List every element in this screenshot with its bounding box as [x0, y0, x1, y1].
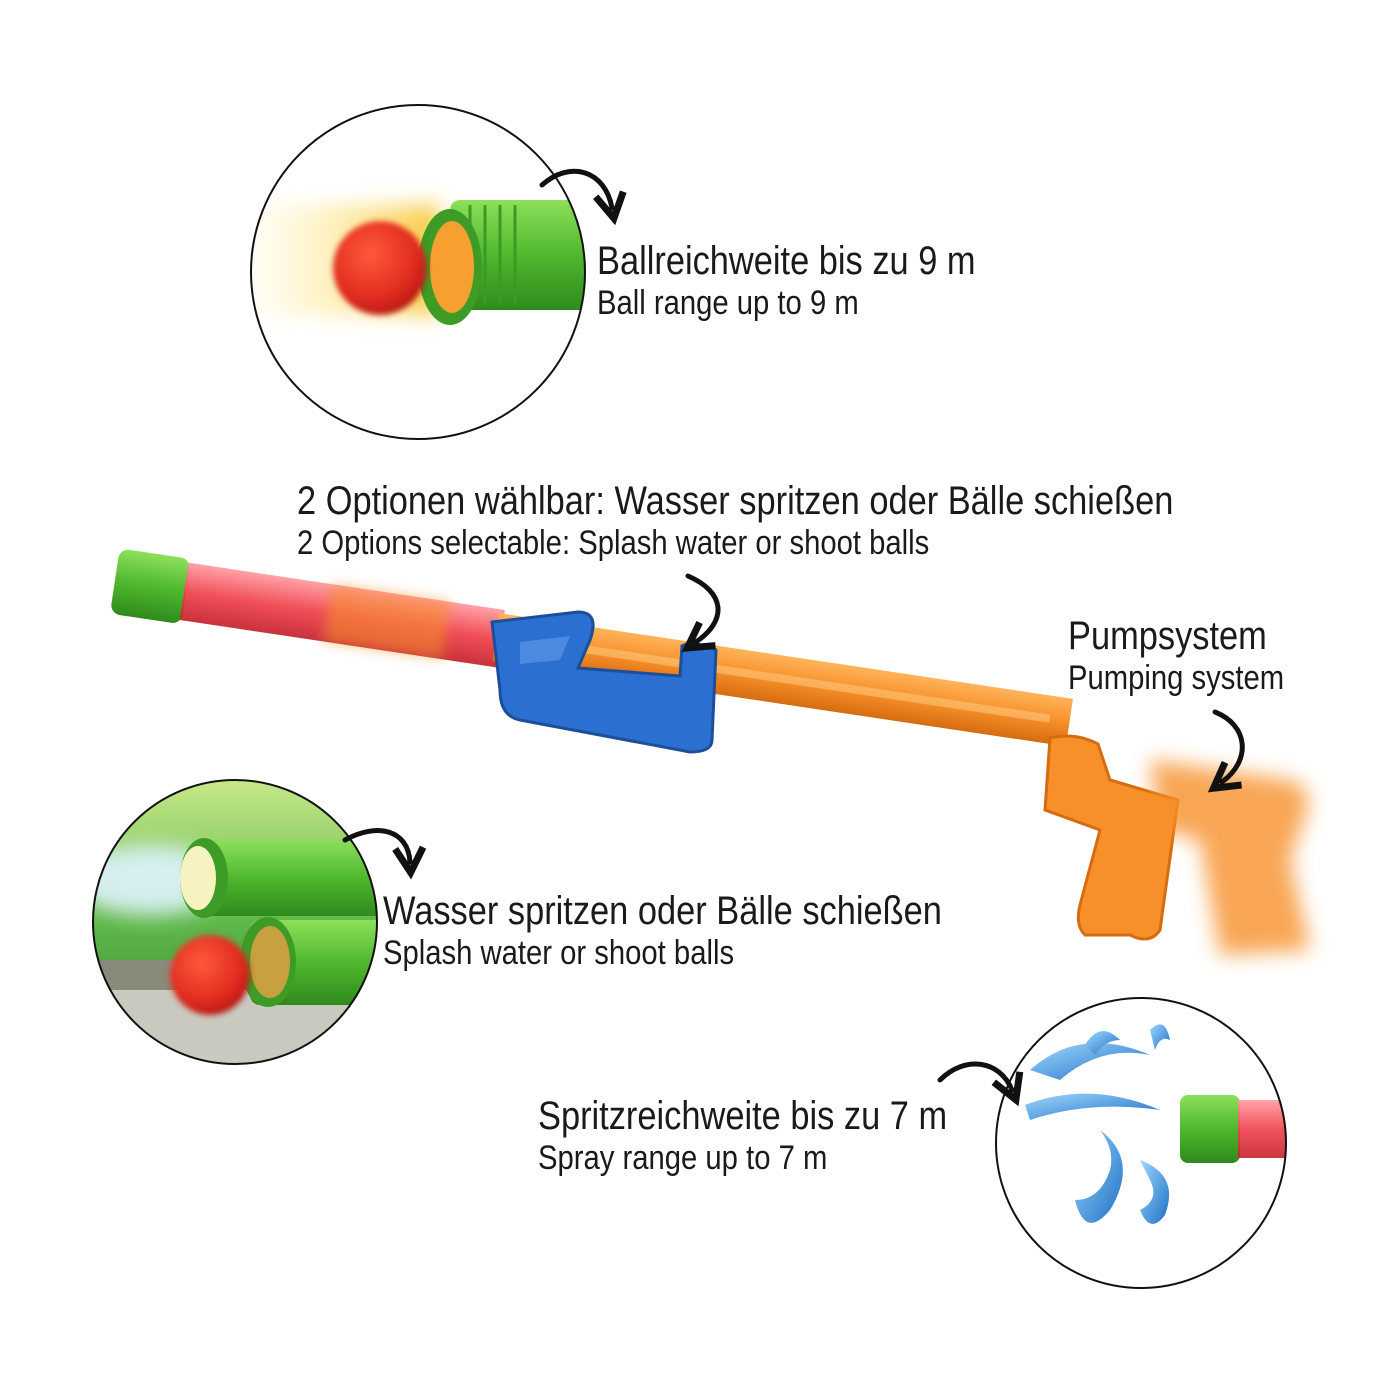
- modes-arrow-icon: [342, 828, 410, 862]
- modes-callout: Wasser spritzen oder Bälle schießen Spla…: [383, 888, 942, 973]
- spray-range-subtitle: Spray range up to 7 m: [538, 1139, 828, 1177]
- gun-grip: [1043, 734, 1180, 941]
- pump-callout: Pumpsystem Pumping system: [1068, 613, 1284, 698]
- ball-range-inset: [250, 104, 586, 440]
- spray-arrow-icon: [937, 1061, 1012, 1090]
- ball-range-subtitle: Ball range up to 9 m: [597, 284, 859, 322]
- modes-title: Wasser spritzen oder Bälle schießen: [383, 889, 942, 933]
- ball-range-inset-frame: [250, 104, 586, 440]
- spray-range-inset-frame: [995, 997, 1287, 1289]
- options-callout: 2 Optionen wählbar: Wasser spritzen oder…: [297, 478, 1173, 563]
- pump-arrow-icon: [1215, 709, 1245, 782]
- modes-inset-frame: [92, 779, 378, 1065]
- gun-pump: [1150, 760, 1310, 955]
- options-subtitle: 2 Options selectable: Splash water or sh…: [297, 524, 930, 562]
- options-title: 2 Optionen wählbar: Wasser spritzen oder…: [297, 479, 1174, 523]
- ball-range-arrow-icon: [539, 168, 612, 208]
- spray-range-inset: [995, 997, 1287, 1289]
- gun-front-cap: [111, 549, 190, 623]
- modes-inset: [92, 779, 378, 1065]
- spray-range-callout: Spritzreichweite bis zu 7 m Spray range …: [538, 1093, 947, 1178]
- spray-range-title: Spritzreichweite bis zu 7 m: [538, 1094, 948, 1138]
- options-arrow-icon: [688, 573, 721, 642]
- modes-subtitle: Splash water or shoot balls: [383, 934, 735, 972]
- pump-subtitle: Pumping system: [1068, 659, 1285, 697]
- pump-title: Pumpsystem: [1068, 614, 1267, 658]
- water-gun: [111, 549, 1310, 955]
- ball-range-callout: Ballreichweite bis zu 9 m Ball range up …: [597, 238, 976, 323]
- ball-range-title: Ballreichweite bis zu 9 m: [597, 239, 976, 283]
